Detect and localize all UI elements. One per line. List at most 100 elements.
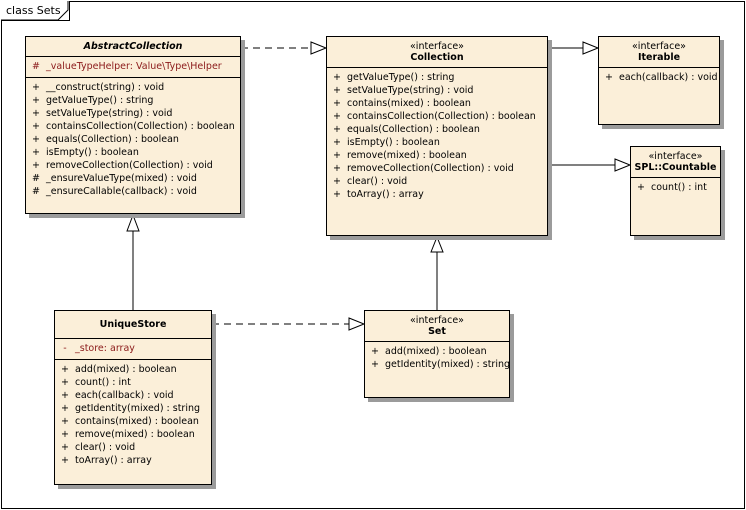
visibility-marker: # (32, 61, 40, 72)
generalization-uniquestore-abstractcollection (126, 213, 140, 310)
stereotype: «interface» (410, 41, 464, 52)
operation-row: + getIdentity(mixed) : string (55, 402, 211, 415)
operation-row: + each(callback) : void (599, 71, 719, 84)
operation-text: getValueType() : string (46, 95, 154, 106)
operation-text: __construct(string) : void (46, 82, 165, 93)
visibility-marker: + (61, 390, 69, 401)
visibility-marker: + (32, 160, 40, 171)
operation-text: add(mixed) : boolean (385, 346, 487, 357)
operation-row: +toArray() : array (327, 188, 547, 201)
visibility-marker: + (61, 455, 69, 466)
operation-text: count() : int (75, 377, 131, 388)
realization-uniquestore-set (212, 317, 366, 331)
operations-section: + each(callback) : void (599, 68, 719, 88)
class-header: «interface» Set (365, 311, 509, 342)
visibility-marker: # (32, 173, 40, 184)
class-unique-store[interactable]: UniqueStore - _store: array + add(mixed) … (54, 310, 212, 485)
operation-row: +contains(mixed) : boolean (327, 97, 547, 110)
operation-text: setValueType(string) : void (46, 108, 173, 119)
stereotype: «interface» (648, 151, 703, 162)
attributes-section: # _valueTypeHelper: Value\Type\Helper (26, 57, 240, 78)
visibility-marker: + (637, 182, 645, 193)
class-name: UniqueStore (99, 319, 167, 330)
operation-text: isEmpty() : boolean (347, 137, 440, 148)
visibility-marker: + (333, 85, 341, 96)
visibility-marker: + (61, 429, 69, 440)
operation-text: getValueType() : string (347, 72, 455, 83)
operation-text: removeCollection(Collection) : void (46, 160, 213, 171)
class-abstract-collection[interactable]: AbstractCollection # _valueTypeHelper: V… (25, 36, 241, 214)
visibility-marker: + (371, 346, 379, 357)
operations-section: + getValueType() : string +setValueType(s… (327, 68, 547, 205)
visibility-marker: + (61, 442, 69, 453)
operation-row: + each(callback) : void (55, 389, 211, 402)
visibility-marker: + (333, 72, 341, 83)
interface-set[interactable]: «interface» Set + add(mixed) : boolean + g… (364, 310, 510, 398)
operation-row: +equals(Collection) : boolean (327, 123, 547, 136)
operation-row: +contains(mixed) : boolean (55, 415, 211, 428)
class-header: AbstractCollection (26, 37, 240, 57)
operation-row: + __construct(string) : void (26, 81, 240, 94)
visibility-marker: + (371, 359, 379, 370)
operation-row: +containsCollection(Collection) : boolea… (26, 120, 240, 133)
operation-row: +setValueType(string) : void (327, 84, 547, 97)
realization-abstractcollection-collection (241, 41, 328, 55)
operation-text: toArray() : array (75, 455, 152, 466)
visibility-marker: + (32, 121, 40, 132)
visibility-marker: + (61, 364, 69, 375)
operation-row: + toArray() : array (55, 454, 211, 467)
visibility-marker: + (32, 82, 40, 93)
operation-row: + isEmpty() : boolean (327, 136, 547, 149)
operation-row: + count() : int (631, 181, 720, 194)
stereotype: «interface» (632, 41, 686, 52)
attribute-row: # _valueTypeHelper: Value\Type\Helper (26, 60, 240, 73)
interface-collection[interactable]: «interface» Collection + getValueType() :… (326, 36, 548, 236)
visibility-marker: + (32, 95, 40, 106)
visibility-marker: # (32, 186, 40, 197)
operation-text: each(callback) : void (75, 390, 174, 401)
operation-text: toArray() : array (347, 189, 424, 200)
operations-section: + add(mixed) : boolean + getIdentity(mixed… (365, 342, 511, 375)
operation-row: +equals(Collection) : boolean (26, 133, 240, 146)
visibility-marker: + (333, 98, 341, 109)
visibility-marker: + (333, 163, 341, 174)
visibility-marker: + (61, 416, 69, 427)
operation-text: count() : int (651, 182, 707, 193)
class-name: Set (428, 326, 446, 337)
operation-row: + removeCollection(Collection) : void (327, 162, 547, 175)
operation-text: removeCollection(Collection) : void (347, 163, 514, 174)
visibility-marker: + (61, 403, 69, 414)
operation-row: + add(mixed) : boolean (55, 363, 211, 376)
operation-text: equals(Collection) : boolean (46, 134, 179, 145)
class-header: «interface» Collection (327, 37, 547, 68)
operation-row: + getIdentity(mixed) : string (365, 358, 511, 371)
operation-row: + containsCollection(Collection) : boolea… (327, 110, 547, 123)
operation-row: #_ensureValueType(mixed) : void (26, 172, 240, 185)
operation-text: add(mixed) : boolean (75, 364, 177, 375)
operations-section: + __construct(string) : void + getValueTyp… (26, 78, 240, 202)
operation-text: getIdentity(mixed) : string (385, 359, 511, 370)
attribute-text: _store: array (75, 343, 135, 354)
operations-section: + add(mixed) : boolean + count() : int + ea… (55, 360, 211, 471)
visibility-marker: - (63, 343, 67, 354)
interface-iterable[interactable]: «interface» Iterable +each(callback) : v… (598, 36, 720, 125)
operation-text: each(callback) : void (619, 72, 718, 83)
operation-text: clear() : void (75, 442, 136, 453)
operation-row: +setValueType(string) : void (26, 107, 240, 120)
visibility-marker: + (61, 377, 69, 388)
operation-row: + add(mixed) : boolean (365, 345, 509, 358)
visibility-marker: + (333, 111, 341, 122)
interface-countable[interactable]: «interface» SPL::Countable +count() : in… (630, 146, 721, 236)
operation-row: + count() : int (55, 376, 211, 389)
operation-row: +isEmpty() : boolean (26, 146, 240, 159)
operation-row: + getValueType() : string (26, 94, 240, 107)
visibility-marker: + (333, 150, 341, 161)
operation-text: getIdentity(mixed) : string (75, 403, 201, 414)
operation-text: containsCollection(Collection) : boolean (347, 111, 536, 122)
operation-row: +remove(mixed) : boolean (327, 149, 547, 162)
visibility-marker: + (605, 72, 613, 83)
visibility-marker: + (32, 147, 40, 158)
visibility-marker: + (333, 137, 341, 148)
